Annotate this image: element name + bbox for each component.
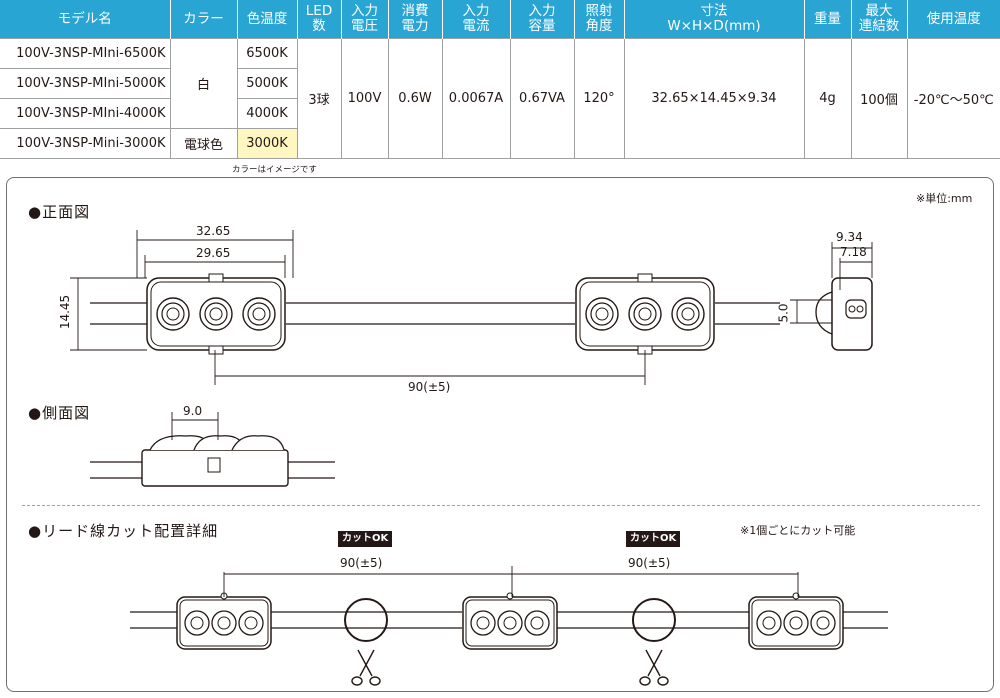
cut-module-3 <box>748 592 844 650</box>
cut-wires <box>130 611 888 629</box>
header-temp: 色温度 <box>236 0 297 39</box>
cut-ok-badge: カットOK <box>338 531 393 547</box>
front-module-right <box>576 274 714 354</box>
header-max: 最大連結数 <box>850 0 907 39</box>
dim-width-outer: 32.65 <box>196 224 231 238</box>
temp-cell: 4000K <box>236 98 297 129</box>
dim-height: 14.45 <box>58 294 73 330</box>
color-note: カラーはイメージです <box>232 165 317 175</box>
front-module-left <box>147 274 285 354</box>
cut-dimension-lines <box>223 566 799 597</box>
header-angle: 照射角度 <box>573 0 624 39</box>
header-model: モデル名 <box>0 0 170 39</box>
power-cell: 0.6W <box>387 38 443 159</box>
header-color: カラー <box>169 0 237 39</box>
temp-cell: 6500K <box>236 38 298 69</box>
front-wires <box>90 302 780 325</box>
front-view-title: ●正面図 <box>28 203 91 221</box>
front-dimension-lines <box>70 230 646 385</box>
voltage-cell: 100V <box>340 38 389 159</box>
header-weight: 重量 <box>803 0 851 39</box>
model-cell: 100V-3NSP-MIni-6500K <box>0 38 171 69</box>
header-voltage: 入力電圧 <box>340 0 388 39</box>
header-current: 入力電流 <box>441 0 510 39</box>
cut-detail-title: ●リード線カット配置詳細 <box>28 522 219 540</box>
cut-circles <box>344 598 676 642</box>
dimensions-cell: 32.65×14.45×9.34 <box>623 38 805 159</box>
model-cell: 100V-3NSP-Mini-3000K <box>0 128 171 159</box>
scissors-icon <box>639 649 669 686</box>
section-divider <box>22 505 980 506</box>
drawing-panel <box>6 177 994 692</box>
side-view-title: ●側面図 <box>28 404 91 422</box>
side-view <box>90 412 335 487</box>
color-cell: 白 <box>169 38 238 129</box>
temp-cell-highlight: 3000K <box>236 128 297 159</box>
table-row: 100V-3NSP-MIni-4000K 4000K <box>0 98 1000 129</box>
dim-depth-inner: 7.18 <box>840 245 867 259</box>
end-view <box>790 242 873 351</box>
cut-module-2 <box>462 592 558 650</box>
cut-note: ※1個ごとにカット可能 <box>740 524 856 537</box>
led-cell: 3球 <box>296 38 342 159</box>
cut-pitch-left: 90(±5) <box>340 556 383 570</box>
dim-side-height: 5.0 <box>776 303 791 323</box>
capacity-cell: 0.67VA <box>509 38 575 159</box>
dim-depth: 9.34 <box>836 230 863 244</box>
table-row: 100V-3NSP-Mini-3000K 電球色 3000K <box>0 128 1000 159</box>
unit-note: ※単位:mm <box>916 192 973 205</box>
cut-module-1 <box>176 592 272 650</box>
header-operating-temp: 使用温度 <box>906 0 1000 39</box>
cut-pitch-right: 90(±5) <box>628 556 671 570</box>
table-row: 100V-3NSP-MIni-6500K 白 6500K 3球 100V 0.6… <box>0 38 1000 159</box>
dim-lens-pitch: 9.0 <box>183 404 203 418</box>
color-cell: 電球色 <box>169 128 238 159</box>
temperature-cell: -20℃～50℃ <box>906 38 1000 159</box>
header-power: 消費電力 <box>387 0 442 39</box>
dim-width-inner: 29.65 <box>196 246 231 260</box>
model-cell: 100V-3NSP-MIni-4000K <box>0 98 171 129</box>
current-cell: 0.0067A <box>441 38 511 159</box>
dim-pitch: 90(±5) <box>408 380 451 394</box>
cut-ok-badge: カットOK <box>626 531 681 547</box>
scissors-icon <box>351 649 381 686</box>
header-capacity: 入力容量 <box>509 0 574 39</box>
